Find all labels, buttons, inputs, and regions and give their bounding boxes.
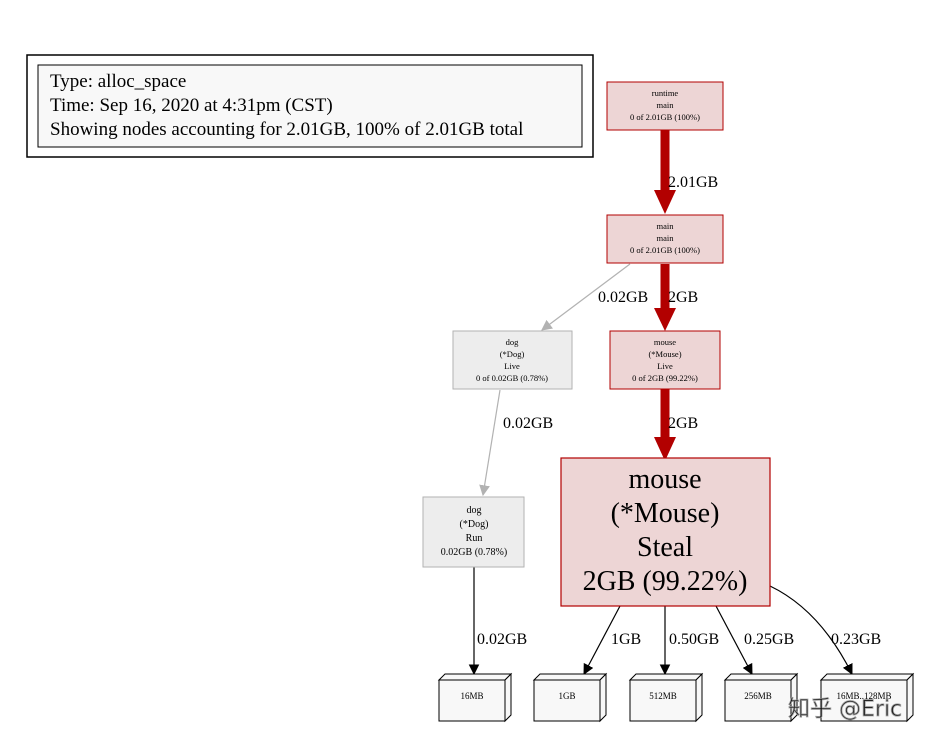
edge-steal-to-range: 0.23GB [769, 585, 881, 675]
watermark: 知乎 @Eric [788, 697, 902, 722]
legend-summary: Showing nodes accounting for 2.01GB, 100… [50, 119, 523, 140]
node-dog-live[interactable]: dog (*Dog) Live 0 of 0.02GB (0.78%) [452, 330, 573, 390]
node-line: main [657, 233, 675, 243]
node-line: 2GB (99.22%) [583, 566, 748, 597]
edge-main-to-mouse-live: 2GB [654, 264, 698, 331]
alloc-box-16mb: 16MB [437, 672, 513, 723]
node-line: (*Mouse) [648, 349, 681, 359]
box-label: 1GB [558, 691, 575, 701]
alloc-box-512mb: 512MB [628, 672, 704, 723]
node-line: Run [466, 533, 483, 544]
node-line: mouse [628, 464, 701, 495]
edge-steal-to-512mb: 0.50GB [659, 606, 719, 676]
box-label: 512MB [649, 691, 677, 701]
edge-label: 0.23GB [831, 631, 881, 648]
node-line: dog [467, 505, 482, 516]
node-line: 0 of 2.01GB (100%) [630, 245, 700, 255]
edge-label: 0.02GB [503, 415, 553, 432]
node-line: 0 of 0.02GB (0.78%) [476, 373, 548, 383]
edge-label: 0.50GB [669, 631, 719, 648]
node-mouse-live[interactable]: mouse (*Mouse) Live 0 of 2GB (99.22%) [609, 330, 721, 390]
node-line: 0 of 2.01GB (100%) [630, 112, 700, 122]
node-line: Live [657, 361, 673, 371]
node-line: main [657, 100, 675, 110]
edge-runtime-to-main: 2.01GB [654, 130, 718, 214]
legend-type: Type: alloc_space [50, 71, 186, 92]
edge-dog-run-to-16mb: 0.02GB [468, 567, 527, 676]
node-line: (*Dog) [500, 349, 525, 359]
node-line: Live [504, 361, 520, 371]
edge-label: 0.02GB [477, 631, 527, 648]
edge-label: 1GB [611, 631, 641, 648]
edge-dog-live-to-dog-run: 0.02GB [479, 389, 553, 497]
node-line: 0.02GB (0.78%) [441, 547, 507, 558]
node-main-main[interactable]: main main 0 of 2.01GB (100%) [606, 214, 724, 264]
edge-label: 0.02GB [598, 289, 648, 306]
edge-steal-to-256mb: 0.25GB [715, 605, 794, 675]
node-line: (*Mouse) [611, 498, 720, 529]
node-line: (*Dog) [460, 519, 489, 530]
edge-mouse-live-to-steal: 2GB [654, 389, 698, 461]
node-line: runtime [652, 88, 679, 98]
legend-time: Time: Sep 16, 2020 at 4:31pm (CST) [50, 95, 333, 116]
edge-label: 2GB [668, 289, 698, 306]
node-line: 0 of 2GB (99.22%) [632, 373, 698, 383]
alloc-box-range: 16MB..128MB [819, 672, 915, 723]
edge-label: 2GB [668, 415, 698, 432]
box-label: 16MB..128MB [836, 691, 891, 701]
alloc-box-256mb: 256MB [723, 672, 799, 723]
node-line: Steal [637, 532, 693, 563]
node-dog-run[interactable]: dog (*Dog) Run 0.02GB (0.78%) [422, 496, 525, 568]
box-label: 256MB [744, 691, 772, 701]
edge-label: 2.01GB [668, 174, 718, 191]
edge-label: 0.25GB [744, 631, 794, 648]
node-line: mouse [654, 337, 676, 347]
node-runtime-main[interactable]: runtime main 0 of 2.01GB (100%) [606, 81, 724, 131]
edge-steal-to-1gb: 1GB [583, 605, 641, 675]
box-label: 16MB [460, 691, 483, 701]
alloc-box-1gb: 1GB [532, 672, 608, 723]
node-mouse-steal[interactable]: mouse (*Mouse) Steal 2GB (99.22%) [560, 457, 771, 607]
edge-main-to-dog-live: 0.02GB [541, 263, 648, 331]
legend-panel: Type: alloc_space Time: Sep 16, 2020 at … [26, 54, 594, 158]
node-line: dog [506, 337, 520, 347]
node-line: main [657, 221, 675, 231]
